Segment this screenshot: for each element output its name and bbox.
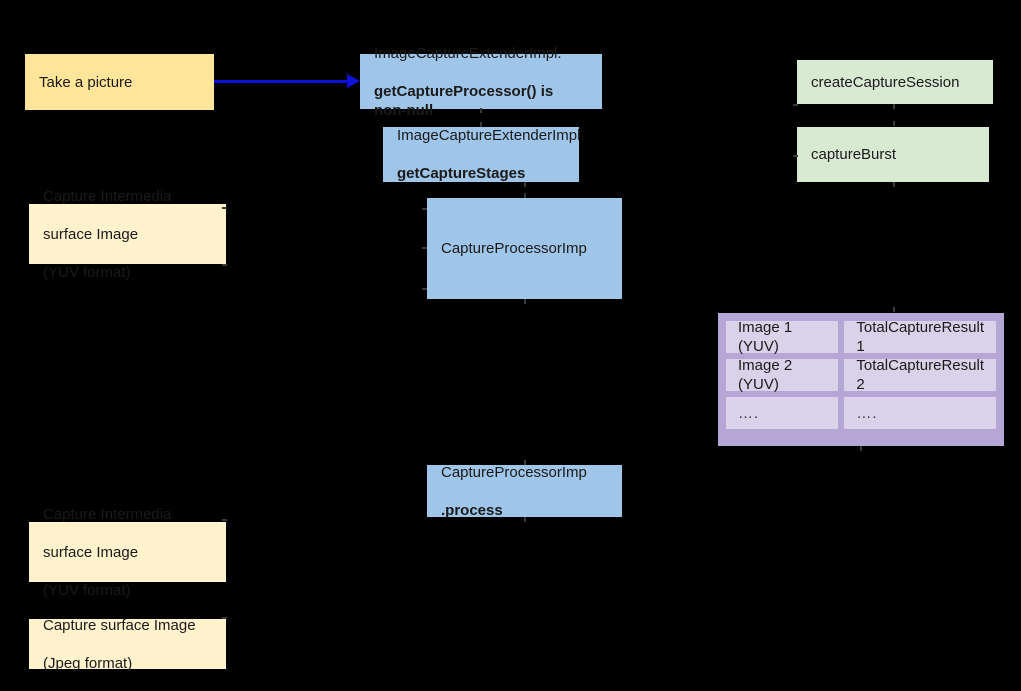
- node-take-a-picture-label: Take a picture: [39, 73, 133, 91]
- connector-nub: [524, 517, 526, 522]
- connector-nub: [222, 207, 227, 209]
- table-row[interactable]: TotalCaptureResult 1: [844, 319, 996, 355]
- node-create-capture-session[interactable]: createCaptureSession: [797, 60, 993, 104]
- connector-nub: [422, 288, 427, 290]
- node-capture-burst[interactable]: captureBurst: [797, 127, 989, 182]
- node-capture-burst-label: captureBurst: [811, 146, 897, 163]
- connector-nub: [524, 299, 526, 304]
- node-capture-intermediate-surface-top-text: Capture Intermedia surface Image (YUV fo…: [43, 187, 172, 281]
- table-row[interactable]: ….: [726, 397, 839, 429]
- connector-nub: [793, 104, 798, 106]
- node-capture-intermediate-surface-top[interactable]: Capture Intermedia surface Image (YUV fo…: [29, 188, 226, 281]
- arrow-take-picture-to-get-capture-processor: [214, 80, 348, 83]
- node-create-capture-session-label: createCaptureSession: [811, 73, 960, 91]
- connector-nub: [422, 208, 427, 210]
- connector-nub: [222, 519, 227, 521]
- node-get-capture-processor[interactable]: ImageCaptureExtenderImpl. getCaptureProc…: [360, 45, 602, 119]
- capture-results-column-images: Image 1 (YUV) Image 2 (YUV) ….: [726, 319, 839, 438]
- connector-nub: [422, 247, 427, 249]
- node-capture-intermediate-surface-bottom[interactable]: Capture Intermedia surface Image (YUV fo…: [29, 506, 226, 599]
- connector-nub: [893, 121, 895, 126]
- node-capture-processor-imp[interactable]: CaptureProcessorImp: [427, 198, 622, 299]
- node-get-capture-stages[interactable]: ImageCaptureExtenderImpl. getCaptureStag…: [383, 127, 585, 182]
- connector-nub: [893, 182, 895, 187]
- capture-results-table: Image 1 (YUV) Image 2 (YUV) …. TotalCapt…: [718, 313, 1004, 446]
- connector-nub: [793, 155, 798, 157]
- connector-nub: [480, 108, 482, 113]
- table-row[interactable]: Image 2 (YUV): [726, 357, 839, 393]
- connector-nub: [524, 182, 526, 187]
- arrow-head-icon: [347, 74, 360, 88]
- table-row[interactable]: TotalCaptureResult 2: [844, 357, 996, 393]
- table-row[interactable]: ….: [844, 397, 996, 429]
- connector-nub: [524, 460, 526, 465]
- node-capture-surface-jpeg[interactable]: Capture surface Image (Jpeg format): [29, 617, 226, 672]
- node-capture-processor-process[interactable]: CaptureProcessorImp .process: [427, 464, 622, 519]
- node-capture-intermediate-surface-bottom-text: Capture Intermedia surface Image (YUV fo…: [43, 505, 172, 599]
- connector-nub: [222, 264, 227, 266]
- connector-nub: [222, 617, 227, 619]
- connector-nub: [893, 104, 895, 109]
- connector-nub: [860, 446, 862, 451]
- capture-results-column-results: TotalCaptureResult 1 TotalCaptureResult …: [844, 319, 996, 438]
- connector-nub: [893, 307, 895, 312]
- node-capture-surface-jpeg-text: Capture surface Image (Jpeg format): [43, 616, 196, 672]
- connector-nub: [480, 122, 482, 127]
- node-get-capture-processor-text: ImageCaptureExtenderImpl. getCaptureProc…: [374, 44, 562, 119]
- connector-nub: [524, 193, 526, 198]
- node-take-a-picture[interactable]: Take a picture: [25, 54, 214, 110]
- node-capture-processor-process-text: CaptureProcessorImp .process: [441, 463, 587, 519]
- table-row[interactable]: Image 1 (YUV): [726, 319, 839, 355]
- node-capture-processor-imp-label: CaptureProcessorImp: [441, 240, 587, 257]
- node-get-capture-stages-text: ImageCaptureExtenderImpl. getCaptureStag…: [397, 127, 585, 182]
